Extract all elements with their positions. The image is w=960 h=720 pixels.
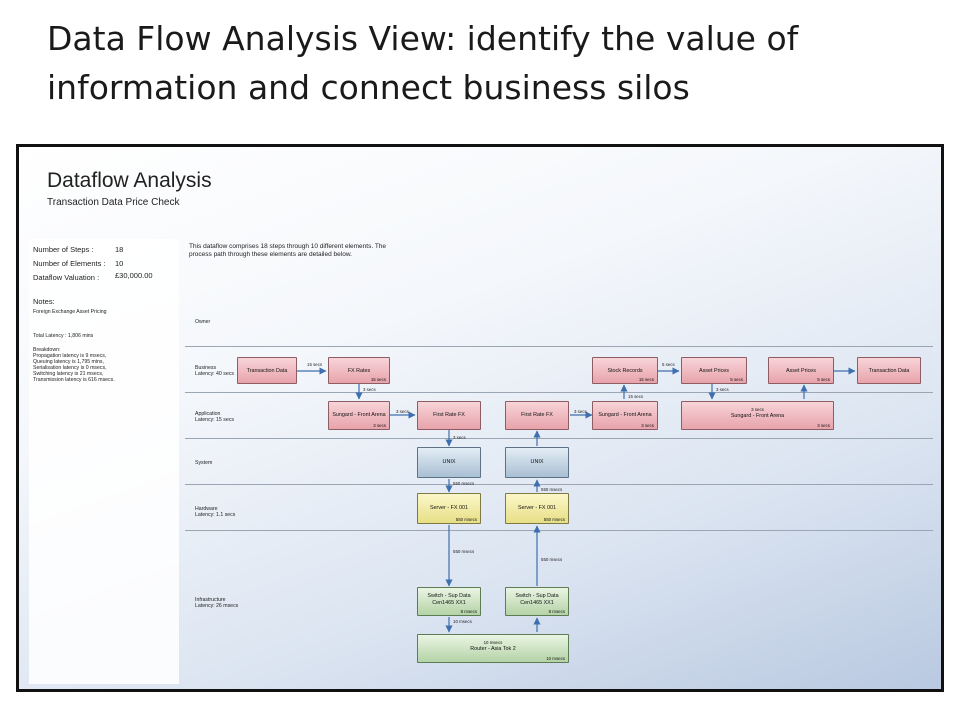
node-transaction-data[interactable]: Transaction Data	[237, 357, 297, 384]
total-latency: Total Latency : 1,806 mins	[33, 333, 94, 339]
edge-label: 15 secs	[307, 362, 323, 367]
breakdown-line: Switching latency is 21 msecs,	[33, 371, 104, 377]
lane-owner-label: Owner	[195, 319, 211, 325]
edge-label: 550 msecs	[541, 487, 563, 492]
breakdown-line: Queuing latency is 1,795 mins,	[33, 359, 104, 365]
stat-value: 10	[115, 259, 124, 268]
edge-label: 3 secs	[396, 409, 409, 414]
lane-divider	[185, 346, 933, 347]
node-sungard-front-arena[interactable]: 3 secs Sungard - Front Arena 3 secs	[681, 401, 834, 430]
lane-divider	[185, 484, 933, 485]
node-switch-sup-data[interactable]: Switch - Sup Data Cen1465 XX1 8 msecs	[505, 587, 569, 616]
node-server-fx-001[interactable]: Server - FX 001 550 msecs	[417, 493, 481, 524]
edge-label: 550 msecs	[453, 549, 475, 554]
diagram-subtitle: Transaction Data Price Check	[47, 197, 180, 208]
edge-label: 15 secs	[628, 394, 644, 399]
stat-label: Dataflow Valuation :	[33, 273, 100, 282]
node-server-fx-001[interactable]: Server - FX 001 550 msecs	[505, 493, 569, 524]
edge-label: 10 msecs	[453, 619, 472, 624]
node-fx-rates[interactable]: FX Rates 15 secs	[328, 357, 390, 384]
edge-label: 550 msecs	[453, 481, 475, 486]
edge-label: 3 secs	[363, 387, 376, 392]
lane-divider	[185, 530, 933, 531]
stat-value: 18	[115, 245, 124, 254]
lane-divider	[185, 438, 933, 439]
edge-label: 3 secs	[574, 409, 587, 414]
node-sungard-front-arena[interactable]: Sungard - Front Arena 3 secs	[592, 401, 658, 430]
breakdown-line: Serialisation latency is 0 msecs,	[33, 365, 107, 371]
notes-heading: Notes:	[33, 297, 55, 306]
slide-title: Data Flow Analysis View: identify the va…	[47, 19, 799, 107]
breakdown-line: Transmission latency is 616 msecs.	[33, 377, 115, 383]
notes-text: Foreign Exchange Asset Pricing	[33, 309, 107, 315]
node-stock-records[interactable]: Stock Records 15 secs	[592, 357, 658, 384]
node-sungard-front-arena[interactable]: Sungard - Front Arena 3 secs	[328, 401, 390, 430]
lane-system-label: System	[195, 460, 213, 466]
stat-label: Number of Elements :	[33, 259, 106, 268]
edge-label: 5 secs	[662, 362, 675, 367]
summary-panel: Number of Steps : 18 Number of Elements …	[29, 239, 179, 684]
edge-label: 3 secs	[453, 435, 466, 440]
breakdown-line: Propagation latency is 9 msecs,	[33, 353, 107, 359]
node-unix[interactable]: UNIX	[505, 447, 569, 478]
edge-label: 3 secs	[716, 387, 729, 392]
node-asset-prices[interactable]: Asset Prices 5 secs	[681, 357, 747, 384]
edge-label: 550 msecs	[541, 557, 563, 562]
lane-divider	[185, 392, 933, 393]
dataflow-description: This dataflow comprises 18 steps through…	[189, 243, 387, 259]
diagram-title: Dataflow Analysis	[47, 169, 212, 192]
node-first-rate-fx[interactable]: First Rate FX	[417, 401, 481, 430]
node-unix[interactable]: UNIX	[417, 447, 481, 478]
breakdown-line: Breakdown:	[33, 347, 61, 353]
stat-value: £30,000.00	[115, 271, 153, 280]
dataflow-diagram-frame: Dataflow Analysis Transaction Data Price…	[16, 144, 944, 692]
node-router-asia-tok-2[interactable]: 10 msecs Router - Asia Tok 2 10 msecs	[417, 634, 569, 663]
stat-label: Number of Steps :	[33, 245, 94, 254]
node-asset-prices[interactable]: Asset Prices 5 secs	[768, 357, 834, 384]
node-transaction-data[interactable]: Transaction Data	[857, 357, 921, 384]
node-switch-sup-data[interactable]: Switch - Sup Data Cen1465 XX1 8 msecs	[417, 587, 481, 616]
flow-connectors	[297, 367, 856, 633]
node-first-rate-fx[interactable]: First Rate FX	[505, 401, 569, 430]
